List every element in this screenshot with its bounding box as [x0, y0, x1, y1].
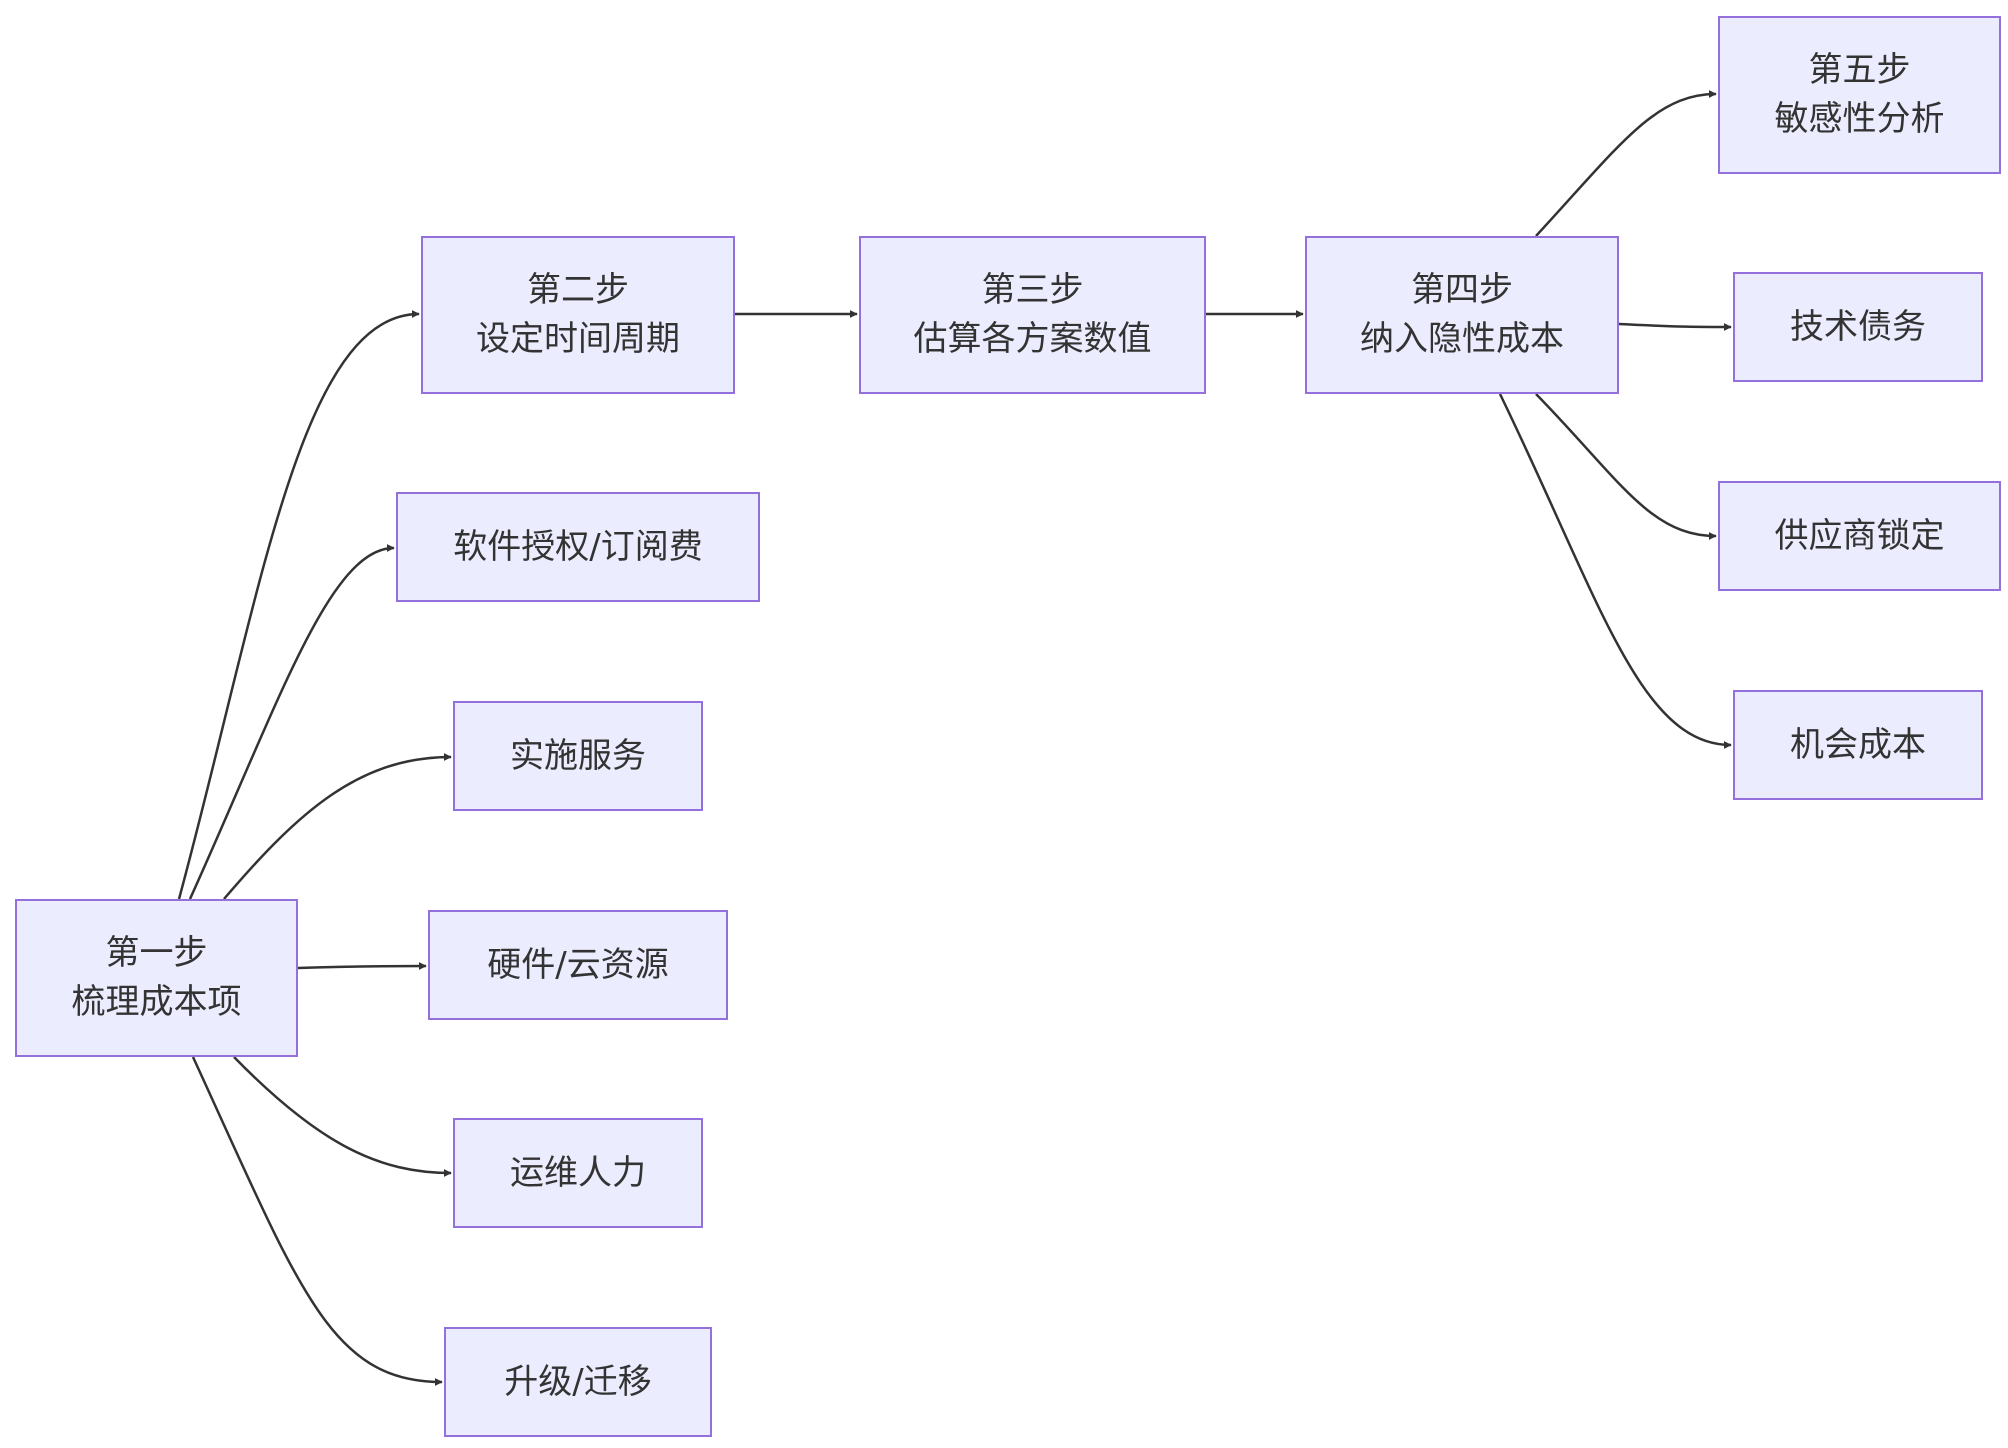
edge-step1-to-software-license: [188, 544, 395, 900]
node-tech-debt: 技术债务: [1733, 272, 1983, 382]
edge-step4-to-step5: [1535, 90, 1717, 237]
node-implementation: 实施服务: [453, 701, 703, 811]
node-step3-line1: 第三步: [981, 270, 1084, 310]
node-step4-line1: 第四步: [1411, 270, 1513, 310]
edge-step4-to-opportunity-cost: [1498, 393, 1732, 749]
node-hardware-cloud: 硬件/云资源: [428, 910, 728, 1020]
node-ops-staff: 运维人力: [453, 1118, 703, 1228]
node-step1-line2: 梳理成本项: [71, 982, 242, 1022]
node-step2-line2: 设定时间周期: [476, 319, 680, 359]
node-hardware-cloud-label: 硬件/云资源: [487, 944, 669, 985]
node-upgrade-migration: 升级/迁移: [444, 1327, 712, 1437]
node-vendor-lockin-label: 供应商锁定: [1774, 515, 1945, 556]
node-step4: 第四步 纳入隐性成本: [1305, 236, 1619, 394]
node-software-license: 软件授权/订阅费: [396, 492, 760, 602]
edge-step1-to-step2: [177, 310, 420, 900]
node-implementation-label: 实施服务: [510, 735, 646, 776]
node-step3: 第三步 估算各方案数值: [859, 236, 1206, 394]
edge-step1-to-hardware-cloud: [297, 962, 427, 971]
node-step1-line1: 第一步: [105, 933, 208, 973]
node-step2-line1: 第二步: [527, 270, 629, 310]
node-step4-line2: 纳入隐性成本: [1360, 319, 1564, 359]
node-step1: 第一步 梳理成本项: [15, 899, 298, 1057]
node-ops-staff-label: 运维人力: [510, 1152, 646, 1193]
node-step5-line2: 敏感性分析: [1774, 99, 1945, 139]
edge-step1-to-implementation: [223, 753, 452, 900]
node-software-license-label: 软件授权/订阅费: [453, 526, 703, 567]
node-tech-debt-label: 技术债务: [1790, 306, 1926, 347]
node-step5: 第五步 敏感性分析: [1718, 16, 2001, 174]
node-step2: 第二步 设定时间周期: [421, 236, 735, 394]
node-upgrade-migration-label: 升级/迁移: [504, 1361, 652, 1402]
edge-step1-to-upgrade-migration: [191, 1056, 443, 1386]
edge-step4-to-vendor-lockin: [1535, 393, 1717, 540]
node-opportunity-cost-label: 机会成本: [1790, 724, 1926, 765]
node-step3-line2: 估算各方案数值: [913, 319, 1152, 359]
edge-step1-to-ops-staff: [233, 1056, 452, 1177]
edge-step4-to-tech-debt: [1618, 322, 1732, 331]
node-opportunity-cost: 机会成本: [1733, 690, 1983, 800]
node-vendor-lockin: 供应商锁定: [1718, 481, 2001, 591]
node-step5-line1: 第五步: [1808, 50, 1911, 90]
